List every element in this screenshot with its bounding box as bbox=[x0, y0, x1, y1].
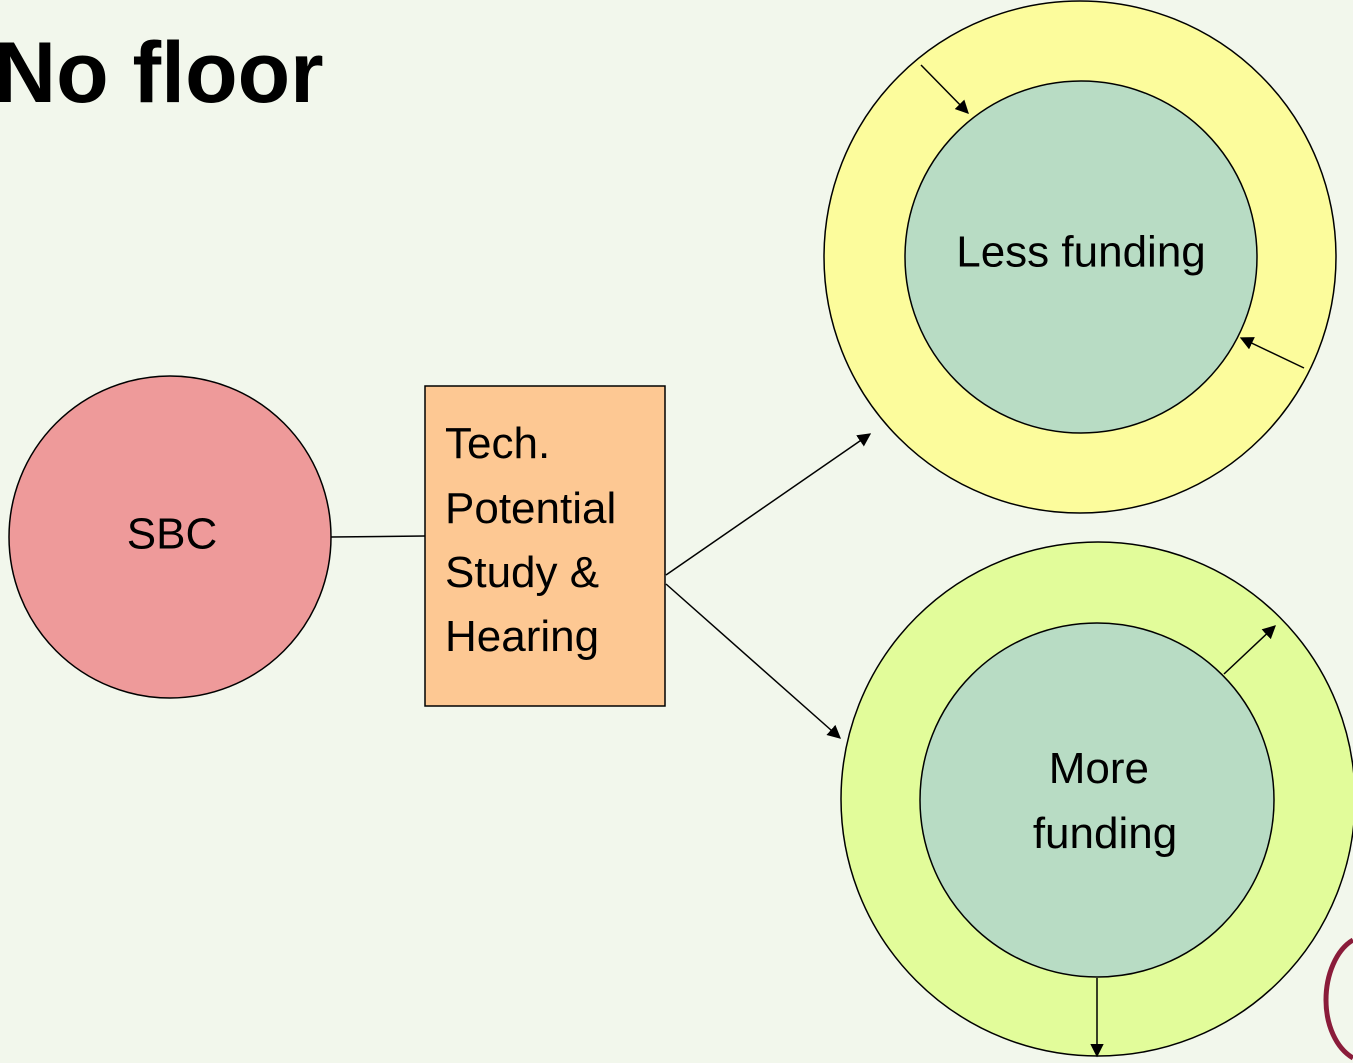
shrink-arrow-right bbox=[1239, 337, 1305, 369]
less-funding-label: Less funding bbox=[956, 228, 1206, 277]
study-label-line: Hearing bbox=[445, 612, 599, 661]
sbc-label: SBC bbox=[127, 510, 217, 559]
arrow-to-less-funding bbox=[665, 433, 872, 576]
sbc-to-study-connector bbox=[330, 535, 426, 538]
more-funding-label: More funding bbox=[1033, 744, 1177, 858]
study-box bbox=[424, 385, 666, 707]
more-funding-label-line: funding bbox=[1033, 809, 1177, 858]
less-funding-inner-circle bbox=[904, 80, 1258, 434]
more-funding-label-line: More bbox=[1049, 744, 1149, 793]
study-node: Tech. Potential Study & Hearing bbox=[424, 385, 666, 707]
less-funding-node: Less funding bbox=[823, 0, 1337, 514]
arrow-to-more-funding bbox=[665, 583, 842, 739]
grow-arrow-top-right bbox=[1223, 625, 1276, 675]
shrink-arrow-top bbox=[920, 64, 969, 114]
more-funding-node: More funding bbox=[840, 541, 1353, 1058]
study-label-line: Study & bbox=[445, 548, 599, 597]
more-funding-inner-circle bbox=[919, 622, 1275, 978]
sbc-node: SBC bbox=[8, 375, 332, 699]
study-label: Tech. Potential Study & Hearing bbox=[445, 419, 628, 661]
slide-title: No floor bbox=[0, 25, 324, 121]
logo-icon bbox=[1323, 937, 1353, 1061]
study-label-line: Tech. bbox=[445, 419, 550, 468]
study-label-line: Potential bbox=[445, 484, 616, 533]
